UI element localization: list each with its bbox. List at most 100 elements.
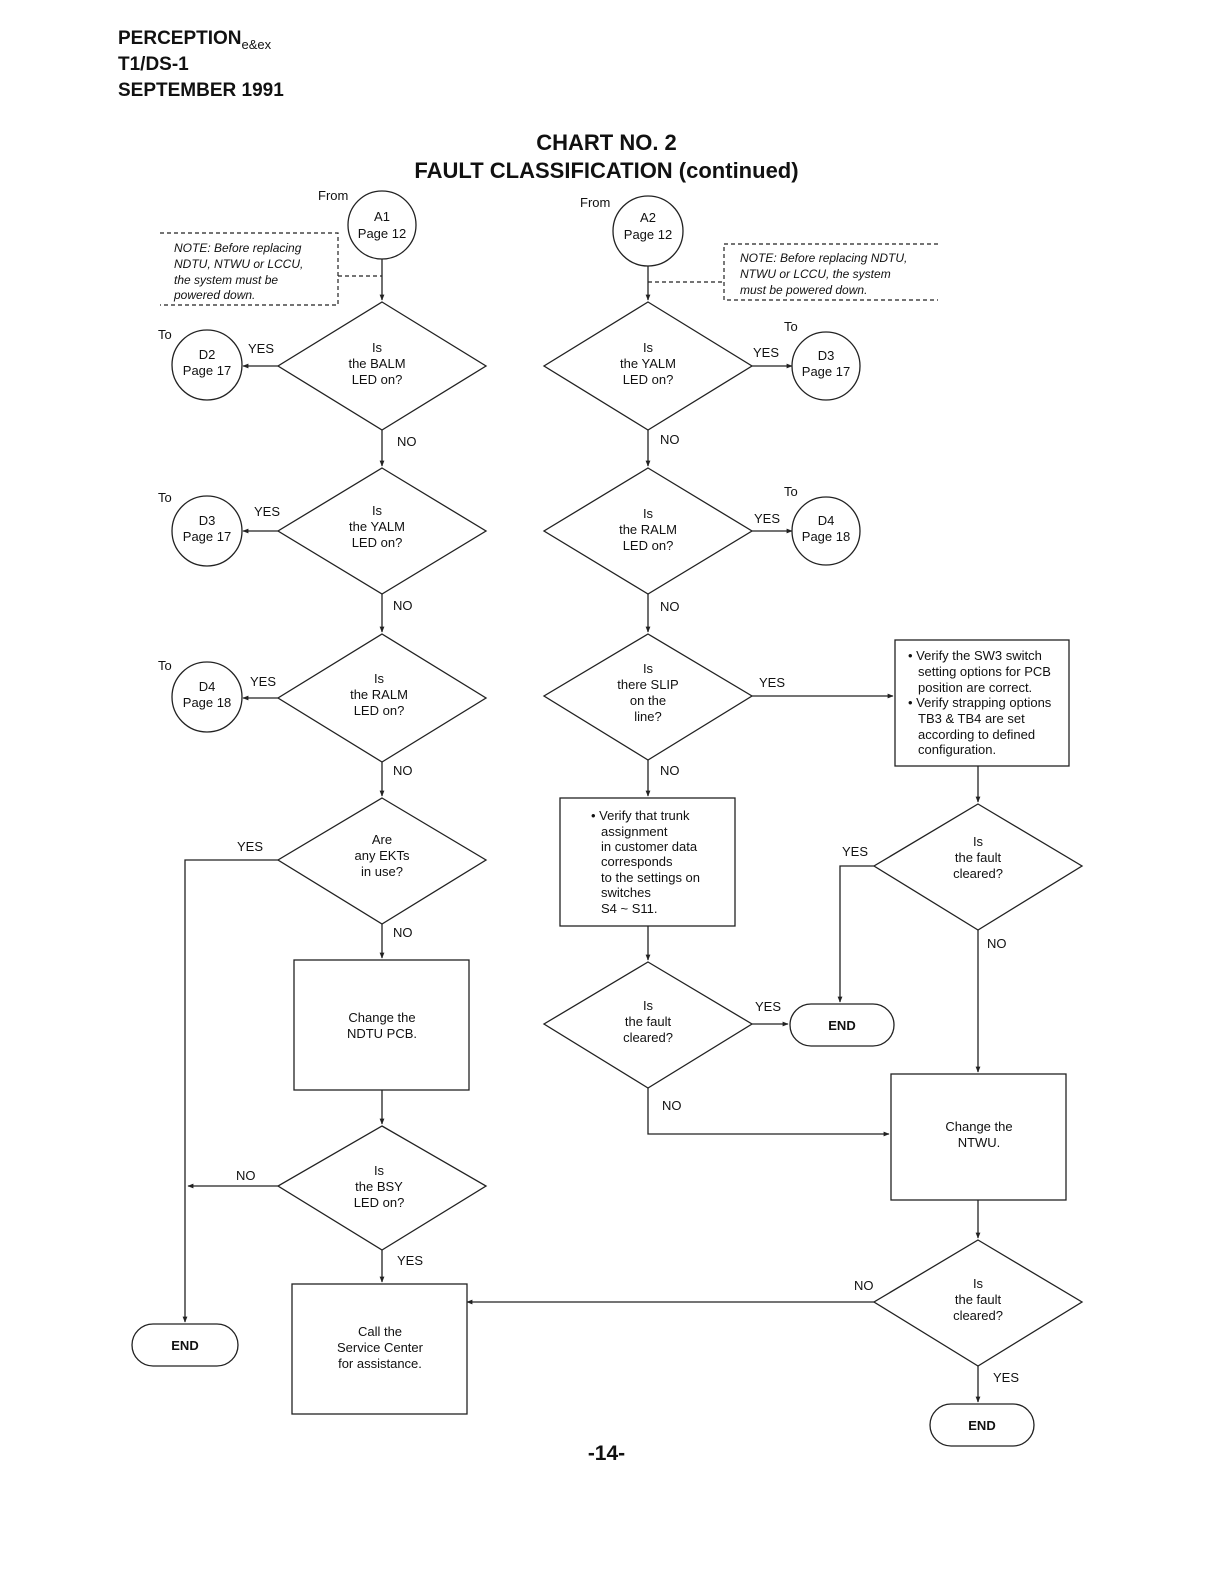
decision-yalm-mid: Is the YALM LED on? xyxy=(542,301,754,431)
header-line-1: PERCEPTIONe&ex xyxy=(118,26,271,58)
from-label: From xyxy=(318,188,348,203)
decision-text: cleared? xyxy=(623,1030,673,1045)
branch-labels: YES NO YES NO YES NO YES NO NO YES YES N… xyxy=(236,341,1019,1385)
connector-id: D2 xyxy=(199,347,216,362)
page-number: -14- xyxy=(587,1442,626,1465)
to-label: To xyxy=(158,658,172,673)
decision-text: LED on? xyxy=(352,535,403,550)
decision-text: cleared? xyxy=(953,1308,1003,1323)
chart-title: CHART NO. 2 xyxy=(536,130,677,155)
decision-text: cleared? xyxy=(953,866,1003,881)
chart-subtitle: FAULT CLASSIFICATION (continued) xyxy=(414,158,799,183)
decision-text: LED on? xyxy=(354,1195,405,1210)
decision-text: LED on? xyxy=(352,372,403,387)
decision-text: any EKTs xyxy=(355,848,410,863)
process-text: Change the xyxy=(348,1010,415,1025)
process-text: • Verify that trunk xyxy=(591,808,690,823)
note-right-line: must be powered down. xyxy=(740,283,867,297)
no-label: NO xyxy=(662,1098,682,1113)
decision-ekts: Are any EKTs in use? xyxy=(276,797,488,925)
decision-slip: Is there SLIP on the line? xyxy=(542,633,754,761)
decision-ralm-left: Is the RALM LED on? xyxy=(276,633,488,763)
header-line-3: SEPTEMBER 1991 xyxy=(118,80,284,101)
process-text: Change the xyxy=(945,1119,1012,1134)
decision-text: LED on? xyxy=(354,703,405,718)
process-change-ntwu: Change the NTWU. xyxy=(890,1073,1067,1201)
yes-label: YES xyxy=(842,844,868,859)
connector-id: D3 xyxy=(818,348,835,363)
note-right: NOTE: Before replacing NDTU, NTWU or LCC… xyxy=(648,243,938,301)
no-label: NO xyxy=(660,763,680,778)
process-text: NDTU PCB. xyxy=(347,1026,417,1041)
connector-d3-right: To D3 Page 17 xyxy=(784,319,861,401)
yes-label: YES xyxy=(754,511,780,526)
decision-text: Is xyxy=(643,340,654,355)
yes-label: YES xyxy=(993,1370,1019,1385)
decision-text: Is xyxy=(643,998,654,1013)
yes-label: YES xyxy=(237,839,263,854)
decision-text: in use? xyxy=(361,864,403,879)
connector-d3-left: To D3 Page 17 xyxy=(158,490,243,567)
no-label: NO xyxy=(660,599,680,614)
yes-label: YES xyxy=(755,999,781,1014)
process-text: position are correct. xyxy=(918,680,1032,695)
product-suffix: e&ex xyxy=(241,36,272,52)
header-line-2: T1/DS-1 xyxy=(118,54,189,75)
process-change-ndtu: Change the NDTU PCB. xyxy=(293,959,470,1091)
no-label: NO xyxy=(987,936,1007,951)
process-verify-trunk: • Verify that trunk assignment in custom… xyxy=(559,797,736,927)
from-label: From xyxy=(580,195,610,210)
connector-d2-left: To D2 Page 17 xyxy=(158,327,243,401)
process-text: for assistance. xyxy=(338,1356,422,1371)
no-label: NO xyxy=(393,763,413,778)
decision-text: the YALM xyxy=(620,356,676,371)
decision-balm: Is the BALM LED on? xyxy=(276,301,488,431)
to-label: To xyxy=(158,490,172,505)
decision-text: the RALM xyxy=(350,687,408,702)
process-text: assignment xyxy=(601,824,668,839)
process-text: NTWU. xyxy=(958,1135,1001,1150)
process-text: S4 ~ S11. xyxy=(601,901,658,916)
decision-text: there SLIP xyxy=(617,677,678,692)
process-text: in customer data xyxy=(601,839,698,854)
yes-label: YES xyxy=(250,674,276,689)
decision-text: the BSY xyxy=(355,1179,403,1194)
connector-id: D4 xyxy=(818,513,835,528)
end-terminator: END xyxy=(929,1403,1035,1447)
end-terminator: END xyxy=(131,1323,239,1367)
no-label: NO xyxy=(660,432,680,447)
process-text: corresponds xyxy=(601,854,673,869)
no-label: NO xyxy=(393,925,413,940)
decision-text: Is xyxy=(973,834,984,849)
decision-text: line? xyxy=(634,709,661,724)
decision-text: the RALM xyxy=(619,522,677,537)
note-left-line: the system must be xyxy=(174,273,278,287)
decision-text: Is xyxy=(374,671,385,686)
decision-text: Is xyxy=(372,340,383,355)
end-label: END xyxy=(968,1418,995,1433)
process-text: setting options for PCB xyxy=(918,664,1051,679)
decision-text: on the xyxy=(630,693,666,708)
process-call-service-center: Call the Service Center for assistance. xyxy=(291,1283,468,1415)
flow-lines xyxy=(182,258,981,1403)
yes-label: YES xyxy=(759,675,785,690)
to-label: To xyxy=(784,484,798,499)
process-text: Service Center xyxy=(337,1340,424,1355)
note-right-line: NOTE: Before replacing NDTU, xyxy=(740,251,907,265)
decision-fault-mid: Is the fault cleared? xyxy=(542,961,754,1089)
end-label: END xyxy=(828,1018,855,1033)
connector-a1: From A1 Page 12 xyxy=(318,188,417,260)
decision-text: the YALM xyxy=(349,519,405,534)
connector-d4-left: To D4 Page 18 xyxy=(158,658,243,733)
decision-text: LED on? xyxy=(623,538,674,553)
to-label: To xyxy=(784,319,798,334)
connector-page: Page 18 xyxy=(802,529,850,544)
decision-fault-right-2: Is the fault cleared? xyxy=(872,1239,1084,1367)
decision-fault-right-1: Is the fault cleared? xyxy=(872,803,1084,931)
process-text: configuration. xyxy=(918,742,996,757)
decision-text: Is xyxy=(973,1276,984,1291)
process-verify-sw3: • Verify the SW3 switch setting options … xyxy=(894,639,1070,767)
connector-page: Page 17 xyxy=(183,363,231,378)
connector-page: Page 18 xyxy=(183,695,231,710)
